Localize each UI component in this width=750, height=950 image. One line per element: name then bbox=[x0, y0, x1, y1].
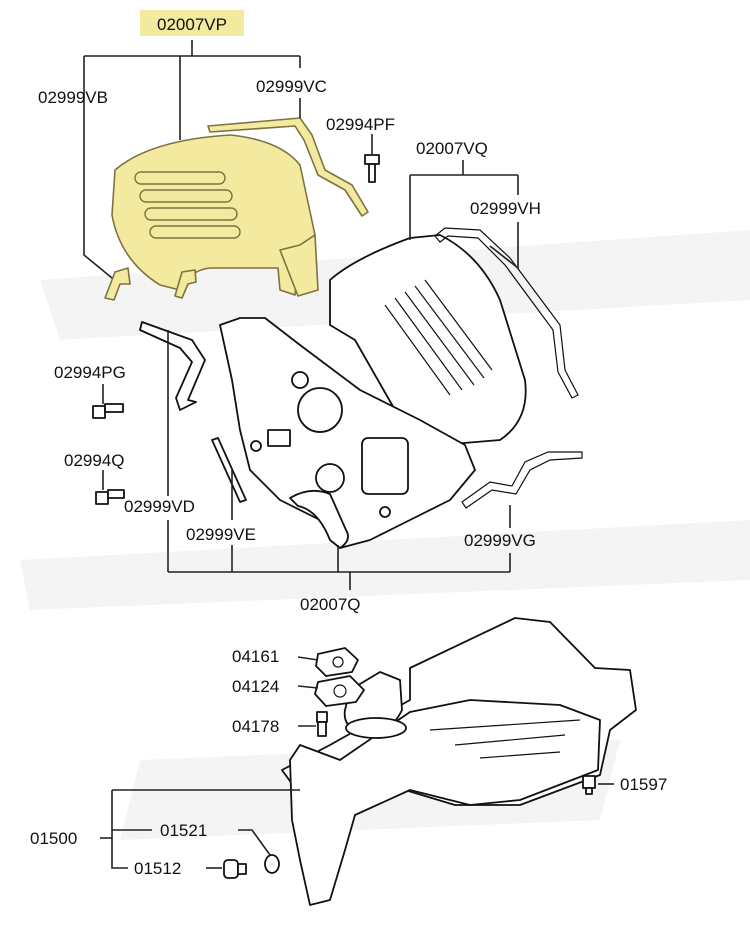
label-02994q[interactable]: 02994Q bbox=[64, 451, 125, 470]
label-02999ve[interactable]: 02999VE bbox=[186, 525, 256, 544]
label-02999vg[interactable]: 02999VG bbox=[464, 531, 536, 550]
label-02999vd[interactable]: 02999VD bbox=[124, 497, 195, 516]
seal-crank[interactable] bbox=[289, 489, 349, 549]
bolt-q[interactable] bbox=[95, 489, 125, 505]
gasket-04161[interactable] bbox=[315, 647, 359, 677]
label-04124[interactable]: 04124 bbox=[232, 677, 279, 696]
label-01521[interactable]: 01521 bbox=[160, 821, 207, 840]
gasket-vc[interactable] bbox=[207, 117, 369, 217]
timing-backplate[interactable] bbox=[219, 317, 476, 549]
label-04161[interactable]: 04161 bbox=[232, 647, 279, 666]
label-01500[interactable]: 01500 bbox=[30, 829, 77, 848]
label-02007vq[interactable]: 02007VQ bbox=[416, 139, 488, 158]
gasket-04124[interactable] bbox=[314, 675, 365, 707]
washer-01521[interactable] bbox=[264, 854, 280, 874]
label-01512[interactable]: 01512 bbox=[134, 859, 181, 878]
bolt-04178[interactable] bbox=[316, 711, 328, 737]
gasket-ve[interactable] bbox=[211, 437, 247, 503]
gasket-vh[interactable] bbox=[434, 227, 579, 399]
label-04178[interactable]: 04178 bbox=[232, 717, 279, 736]
label-02994pf[interactable]: 02994PF bbox=[326, 115, 395, 134]
gasket-vg[interactable] bbox=[461, 451, 583, 509]
label-02999vb[interactable]: 02999VB bbox=[38, 88, 108, 107]
bolt-pf[interactable] bbox=[364, 154, 380, 183]
gasket-vd[interactable] bbox=[139, 321, 206, 411]
bolt-pg[interactable] bbox=[92, 403, 124, 419]
callout-lines bbox=[83, 40, 614, 869]
label-02007vp[interactable]: 02007VP bbox=[157, 15, 227, 34]
label-02007q[interactable]: 02007Q bbox=[300, 595, 361, 614]
right-timing-cover[interactable] bbox=[329, 234, 527, 446]
label-02999vc[interactable]: 02999VC bbox=[256, 77, 327, 96]
oil-pan[interactable] bbox=[289, 699, 601, 906]
upper-timing-cover[interactable] bbox=[111, 134, 319, 297]
gasket-vb[interactable] bbox=[104, 267, 131, 301]
label-01597[interactable]: 01597 bbox=[620, 775, 667, 794]
highlight-label-box bbox=[140, 10, 244, 36]
label-02994pg[interactable]: 02994PG bbox=[54, 363, 126, 382]
bolt-01597[interactable] bbox=[582, 775, 596, 795]
drain-plug-01512[interactable] bbox=[223, 859, 247, 879]
label-02999vh[interactable]: 02999VH bbox=[470, 199, 541, 218]
small-gasket-cover[interactable] bbox=[174, 269, 197, 299]
